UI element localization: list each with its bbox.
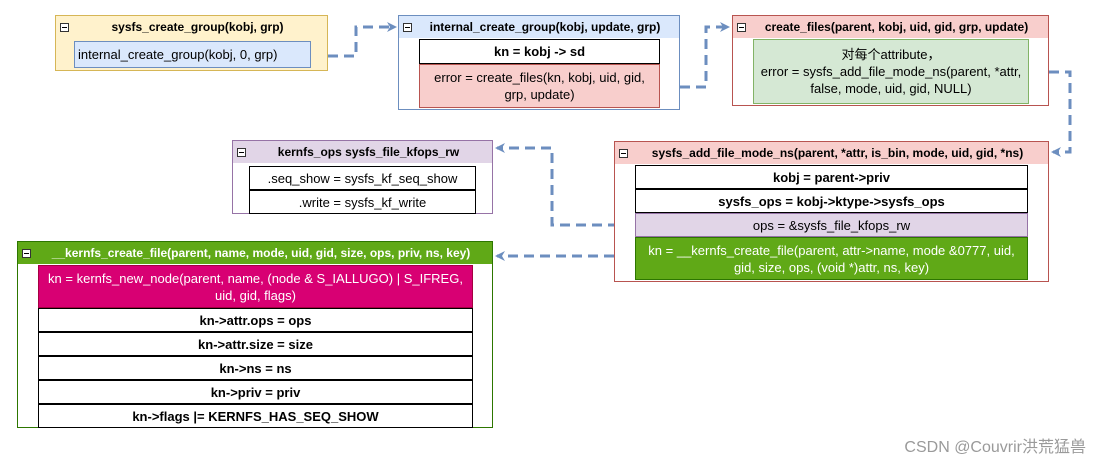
box-title: sysfs_create_group(kobj, grp) (111, 20, 284, 34)
box-kernfs-create-file: __kernfs_create_file(parent, name, mode,… (17, 241, 493, 428)
row-priv: kn->priv = priv (38, 380, 473, 404)
box-title: create_files(parent, kobj, uid, gid, grp… (764, 20, 1029, 34)
row-kobj-assign: kobj = parent->priv (635, 165, 1028, 189)
row-seq-show: .seq_show = sysfs_kf_seq_show (249, 166, 476, 190)
row-internal-create-group-call: internal_create_group(kobj, 0, grp) (74, 41, 311, 68)
box-header: sysfs_create_group(kobj, grp) (56, 16, 327, 38)
box-title: __kernfs_create_file(parent, name, mode,… (51, 246, 471, 260)
collapse-icon[interactable] (60, 22, 69, 32)
row-attr-size: kn->attr.size = size (38, 332, 473, 356)
row-flags: kn->flags |= KERNFS_HAS_SEQ_SHOW (38, 404, 473, 428)
box-header: sysfs_add_file_mode_ns(parent, *attr, is… (615, 142, 1048, 164)
arrow-create-group-to-internal (312, 22, 397, 58)
box-header: create_files(parent, kobj, uid, gid, grp… (733, 16, 1048, 38)
box-title: internal_create_group(kobj, update, grp) (429, 20, 661, 34)
collapse-icon[interactable] (619, 148, 628, 158)
row-attr-ops: kn->attr.ops = ops (38, 308, 473, 332)
row-kernfs-new-node: kn = kernfs_new_node(parent, name, (node… (38, 265, 473, 308)
collapse-icon[interactable] (403, 22, 412, 32)
box-title: sysfs_add_file_mode_ns(parent, *attr, is… (651, 146, 1024, 160)
row-error-create-files: error = create_files(kn, kobj, uid, gid,… (419, 64, 660, 108)
arrow-internal-to-create-files (664, 22, 730, 89)
row-kn-assign: kn = kobj -> sd (419, 39, 660, 64)
box-kernfs-ops-kfops-rw: kernfs_ops sysfs_file_kfops_rw .seq_show… (232, 140, 493, 214)
row-sysfs-ops-assign: sysfs_ops = kobj->ktype->sysfs_ops (635, 189, 1028, 213)
row-ops-assign: ops = &sysfs_file_kfops_rw (635, 213, 1028, 237)
box-header: __kernfs_create_file(parent, name, mode,… (18, 242, 492, 264)
box-sysfs-create-group: sysfs_create_group(kobj, grp) internal_c… (55, 15, 328, 71)
row-ns: kn->ns = ns (38, 356, 473, 380)
box-internal-create-group: internal_create_group(kobj, update, grp)… (398, 15, 680, 110)
collapse-icon[interactable] (22, 248, 31, 258)
arrow-ops-to-kfops (495, 143, 634, 227)
collapse-icon[interactable] (737, 22, 746, 32)
collapse-icon[interactable] (237, 147, 246, 157)
row-kn-kernfs-create-file: kn = __kernfs_create_file(parent, attr->… (635, 237, 1028, 280)
box-header: kernfs_ops sysfs_file_kfops_rw (233, 141, 492, 163)
watermark: CSDN @Couvrir洪荒猛兽 (904, 439, 1086, 456)
box-sysfs-add-file-mode-ns: sysfs_add_file_mode_ns(parent, *attr, is… (614, 141, 1049, 282)
box-header: internal_create_group(kobj, update, grp) (399, 16, 679, 38)
box-title: kernfs_ops sysfs_file_kfops_rw (277, 145, 460, 159)
box-create-files: create_files(parent, kobj, uid, gid, grp… (732, 15, 1049, 106)
row-for-each-attribute: 对每个attribute， error = sysfs_add_file_mod… (753, 39, 1029, 104)
arrow-create-files-to-add-file-mode (1049, 70, 1072, 157)
row-write: .write = sysfs_kf_write (249, 190, 476, 214)
